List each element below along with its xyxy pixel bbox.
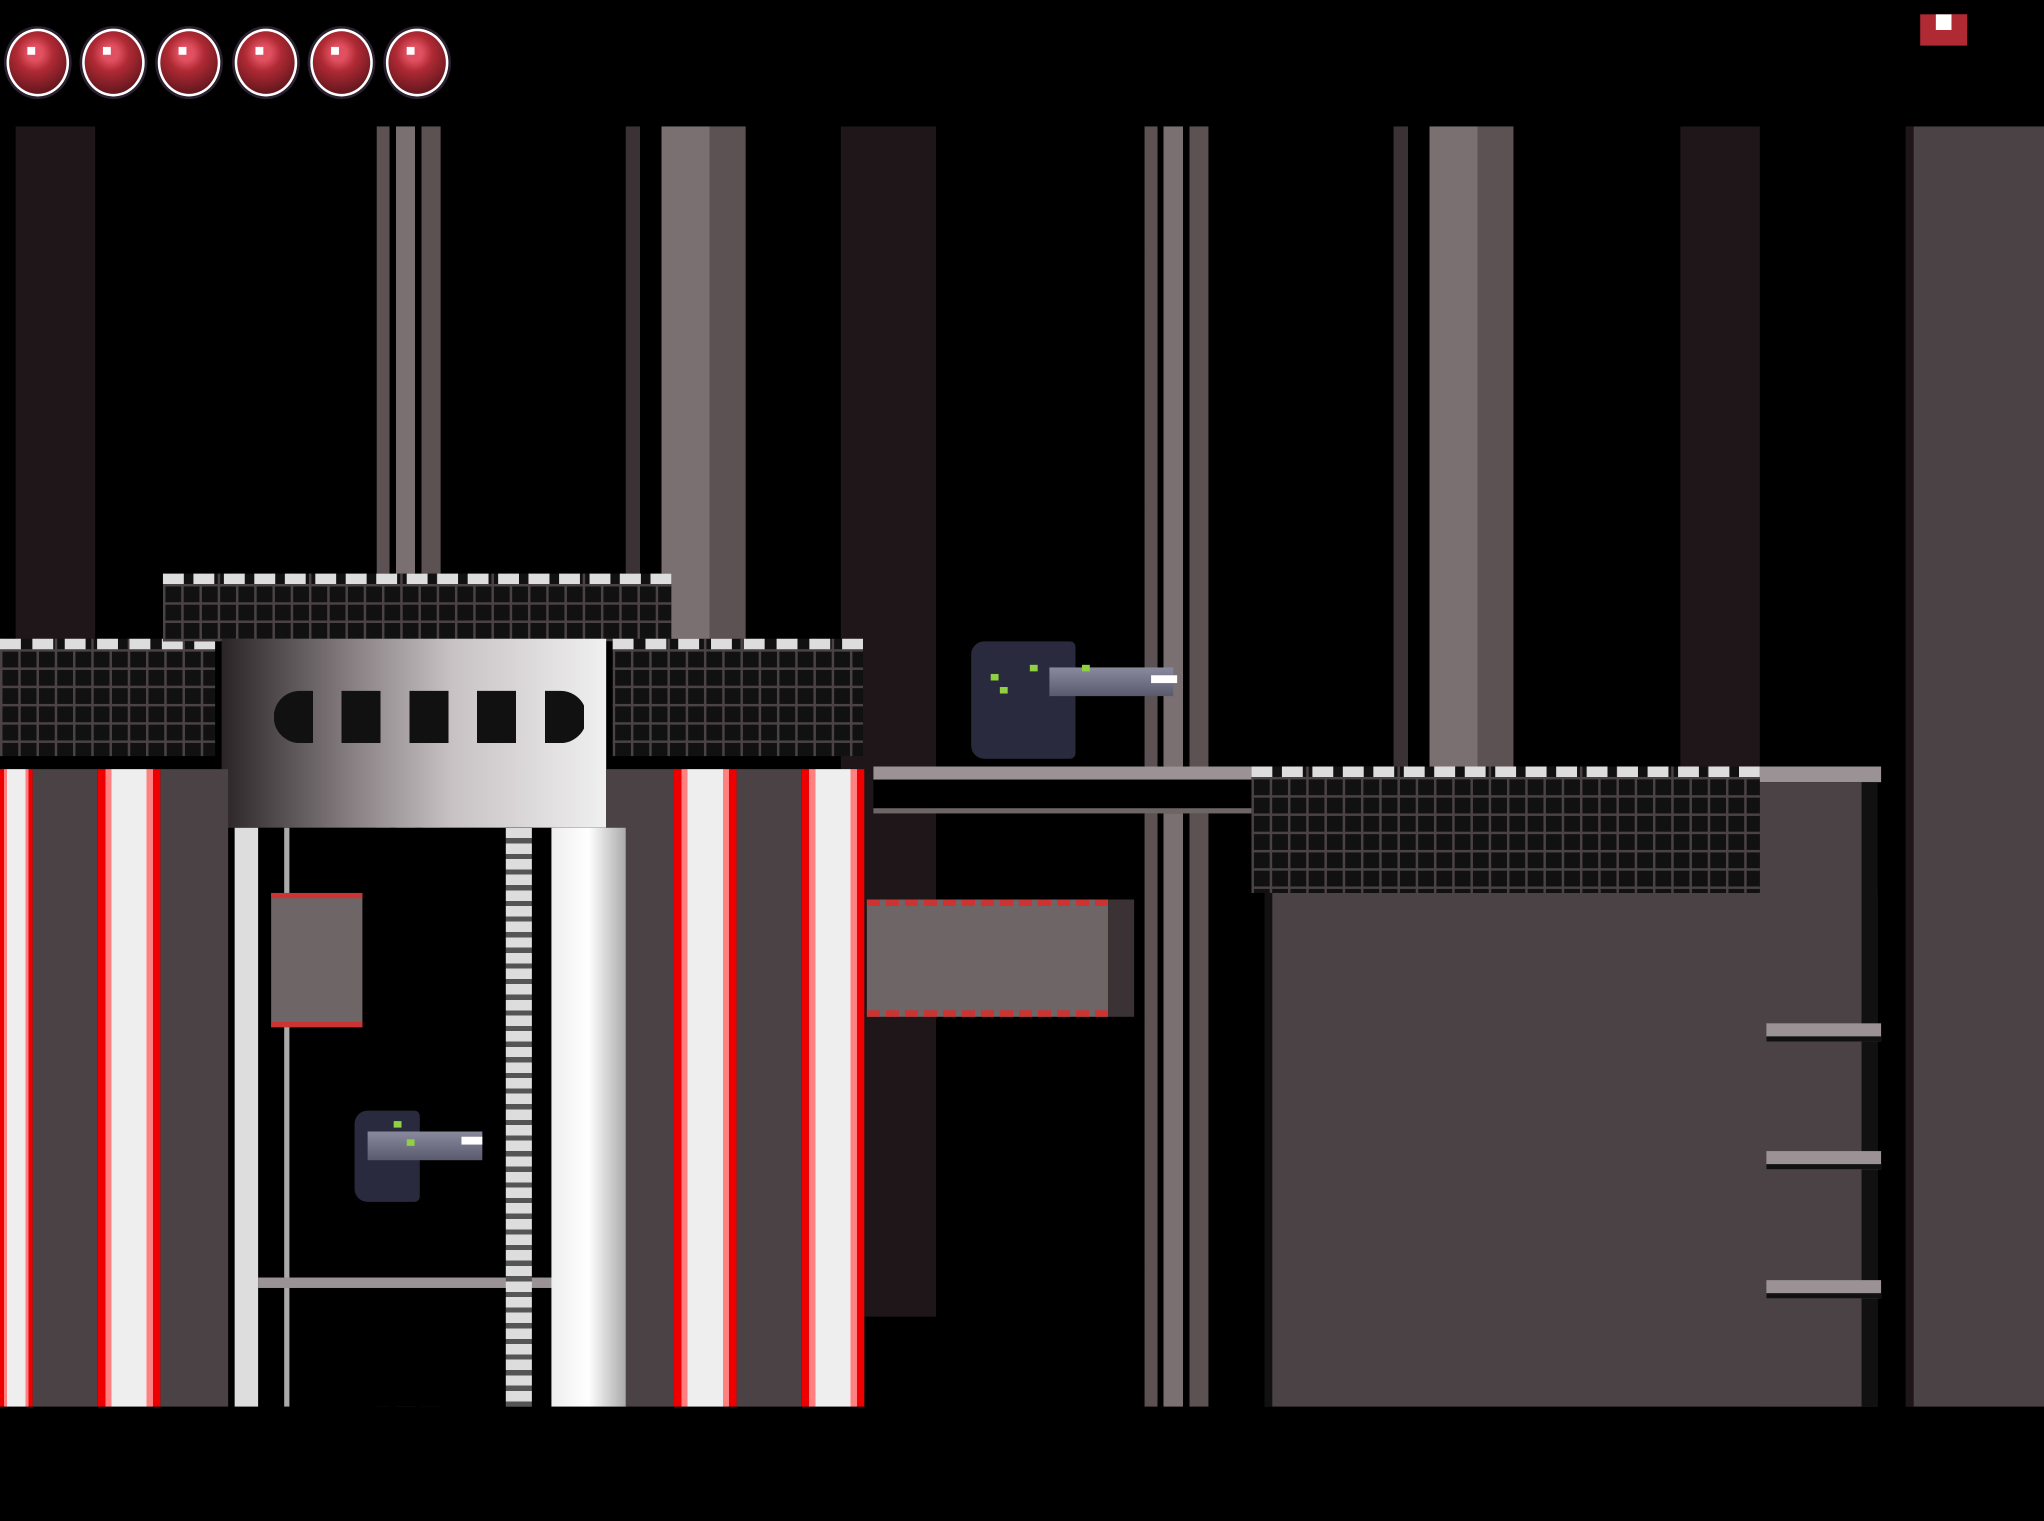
laser-column xyxy=(97,769,161,1407)
grated-platform xyxy=(612,638,863,757)
minimap-icon[interactable] xyxy=(1920,14,1968,46)
background-pillar xyxy=(1680,126,1760,779)
health-orb-icon xyxy=(82,28,145,97)
elevator-shaft xyxy=(234,827,626,1407)
ledge xyxy=(1759,766,1882,783)
grated-platform xyxy=(1251,766,1760,893)
laser-column xyxy=(0,769,33,1407)
health-orb-icon xyxy=(310,28,373,97)
background-pillar xyxy=(15,126,96,648)
wall-panel xyxy=(32,769,98,1407)
laser-column xyxy=(801,769,865,1407)
pipe xyxy=(866,899,1109,1017)
wall-panel xyxy=(736,769,802,1407)
wall-panel xyxy=(160,769,229,1407)
right-wall xyxy=(1905,126,2044,1407)
ladder-rung[interactable] xyxy=(1766,1151,1882,1170)
health-orb-icon xyxy=(6,28,70,97)
health-orb-icon xyxy=(157,28,221,97)
metal-pillar xyxy=(1144,126,1209,1407)
metal-pillar xyxy=(1393,126,1514,779)
machine-housing xyxy=(221,638,607,828)
ladder-rung[interactable] xyxy=(1766,1280,1882,1299)
health-orb-icon xyxy=(385,28,449,97)
ladder-rung[interactable] xyxy=(1766,1023,1882,1042)
ladder-frame xyxy=(1759,782,1878,1407)
enemy-gunner[interactable] xyxy=(354,1110,483,1202)
bridge xyxy=(873,766,1252,814)
grated-platform xyxy=(0,638,216,757)
laser-column xyxy=(673,769,737,1407)
grated-platform-raised xyxy=(162,573,672,642)
pipe-clamp xyxy=(1108,899,1135,1017)
metal-pillar xyxy=(625,126,746,648)
enemy-gunner[interactable] xyxy=(971,641,1178,759)
health-orb-icon xyxy=(234,28,298,97)
